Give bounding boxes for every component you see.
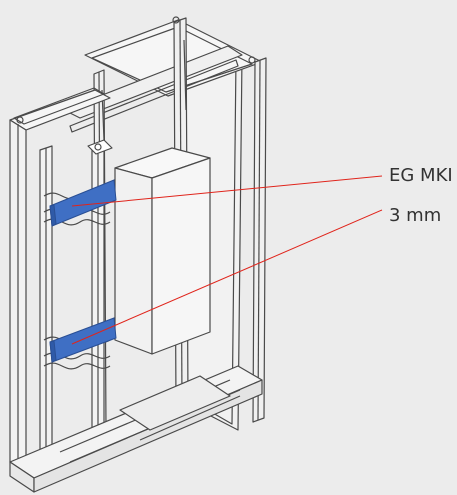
leader-line-upper bbox=[71, 175, 383, 207]
leader-lines bbox=[71, 175, 383, 345]
base-plinth bbox=[9, 365, 263, 493]
insulator-strips bbox=[49, 179, 117, 363]
callout-label-product: EG MKI bbox=[389, 165, 453, 186]
device-box bbox=[114, 147, 211, 355]
leader-line-lower bbox=[71, 209, 383, 345]
callout-label-thickness: 3 mm bbox=[389, 205, 442, 226]
